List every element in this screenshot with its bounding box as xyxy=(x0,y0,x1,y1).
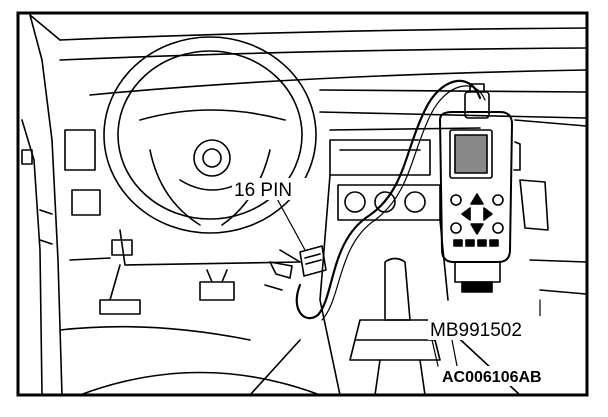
figure-code-bg xyxy=(440,366,566,386)
figure-code: AC006106AB xyxy=(442,369,542,386)
tester-device xyxy=(439,83,521,293)
left-dash-switches xyxy=(64,129,133,261)
tool-label: MB991502 xyxy=(430,320,522,341)
dashboard-top xyxy=(59,27,587,131)
tool-label-bg xyxy=(428,316,556,340)
right-dash xyxy=(514,119,587,295)
dlc-connector xyxy=(264,194,327,291)
tester-cable xyxy=(295,79,486,321)
steering-column xyxy=(109,229,301,301)
connector-label-bg xyxy=(232,178,306,200)
a-pillar xyxy=(21,14,63,396)
leader-lines xyxy=(431,299,541,367)
gear-shifter xyxy=(349,257,441,396)
connector-label: 16 PIN xyxy=(234,180,292,201)
pedals xyxy=(59,269,251,341)
